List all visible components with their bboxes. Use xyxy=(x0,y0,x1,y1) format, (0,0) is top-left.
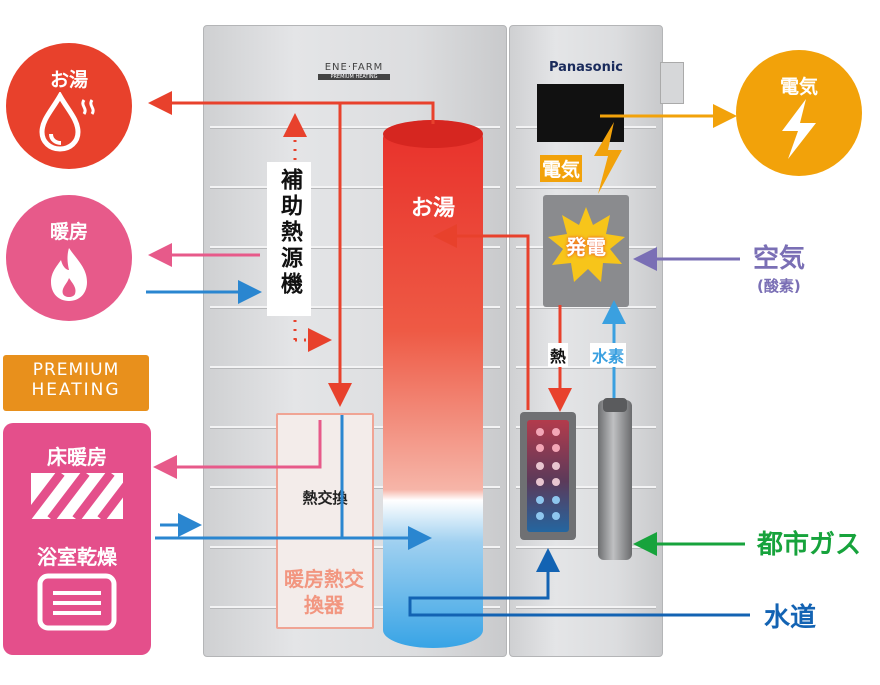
electricity-title: 電気 xyxy=(779,76,818,98)
bath-dryer-label: 浴室乾燥 xyxy=(37,545,117,569)
side-vent xyxy=(660,62,684,104)
enefarm-logo-text: ENE·FARM xyxy=(324,62,384,73)
heating-exchanger-box xyxy=(276,413,374,629)
flame-icon xyxy=(51,248,87,301)
lightning-icon xyxy=(782,99,816,159)
small-bolt-icon xyxy=(594,122,622,194)
water-label: 水道 xyxy=(764,603,817,633)
cell-led-dots xyxy=(536,428,560,520)
premium-line2: HEATING xyxy=(31,380,121,400)
aux-heater-text: 補助熱源機 xyxy=(277,168,302,298)
city-gas-label: 都市ガス xyxy=(757,530,862,560)
electricity-circle: 電気 xyxy=(736,50,862,176)
cell-heat-exchanger-inner xyxy=(527,420,569,532)
premium-line1: PREMIUM xyxy=(32,360,120,380)
floor-heating-icon xyxy=(31,473,123,519)
hot-water-title: お湯 xyxy=(49,69,88,91)
reformer-cylinder xyxy=(598,400,632,560)
air-sub-label: (酸素) xyxy=(757,277,801,295)
premium-heating-badge: PREMIUM HEATING xyxy=(3,355,149,411)
heating-exchanger-label: 暖房熱交換器 xyxy=(284,567,364,617)
storage-tank xyxy=(383,120,483,648)
hot-water-drop-icon xyxy=(39,92,95,152)
hydrogen-label: 水素 xyxy=(590,343,627,367)
tank-hot-label: お湯 xyxy=(410,196,455,221)
bath-dryer-icon xyxy=(37,573,117,631)
generation-burst-icon xyxy=(548,207,625,282)
enefarm-sub-text: PREMIUM HEATING xyxy=(318,74,390,80)
aux-heater-label: 補助熱源機 xyxy=(267,162,311,316)
generation-label: 発電 xyxy=(566,235,606,259)
hot-water-circle: お湯 xyxy=(6,43,132,169)
enefarm-logo: ENE·FARM PREMIUM HEATING xyxy=(318,62,390,80)
heating-circle: 暖房 xyxy=(6,195,132,321)
electricity-small-label: 電気 xyxy=(540,155,583,182)
storage-tank-top xyxy=(383,120,483,148)
premium-box: 床暖房 浴室乾燥 xyxy=(3,423,151,655)
reformer-top xyxy=(603,398,627,412)
heat-label: 熱 xyxy=(548,343,569,367)
heating-title: 暖房 xyxy=(49,221,88,243)
floor-heating-label: 床暖房 xyxy=(47,445,107,469)
panasonic-logo: Panasonic xyxy=(548,60,624,75)
air-label: 空気 xyxy=(753,244,806,274)
